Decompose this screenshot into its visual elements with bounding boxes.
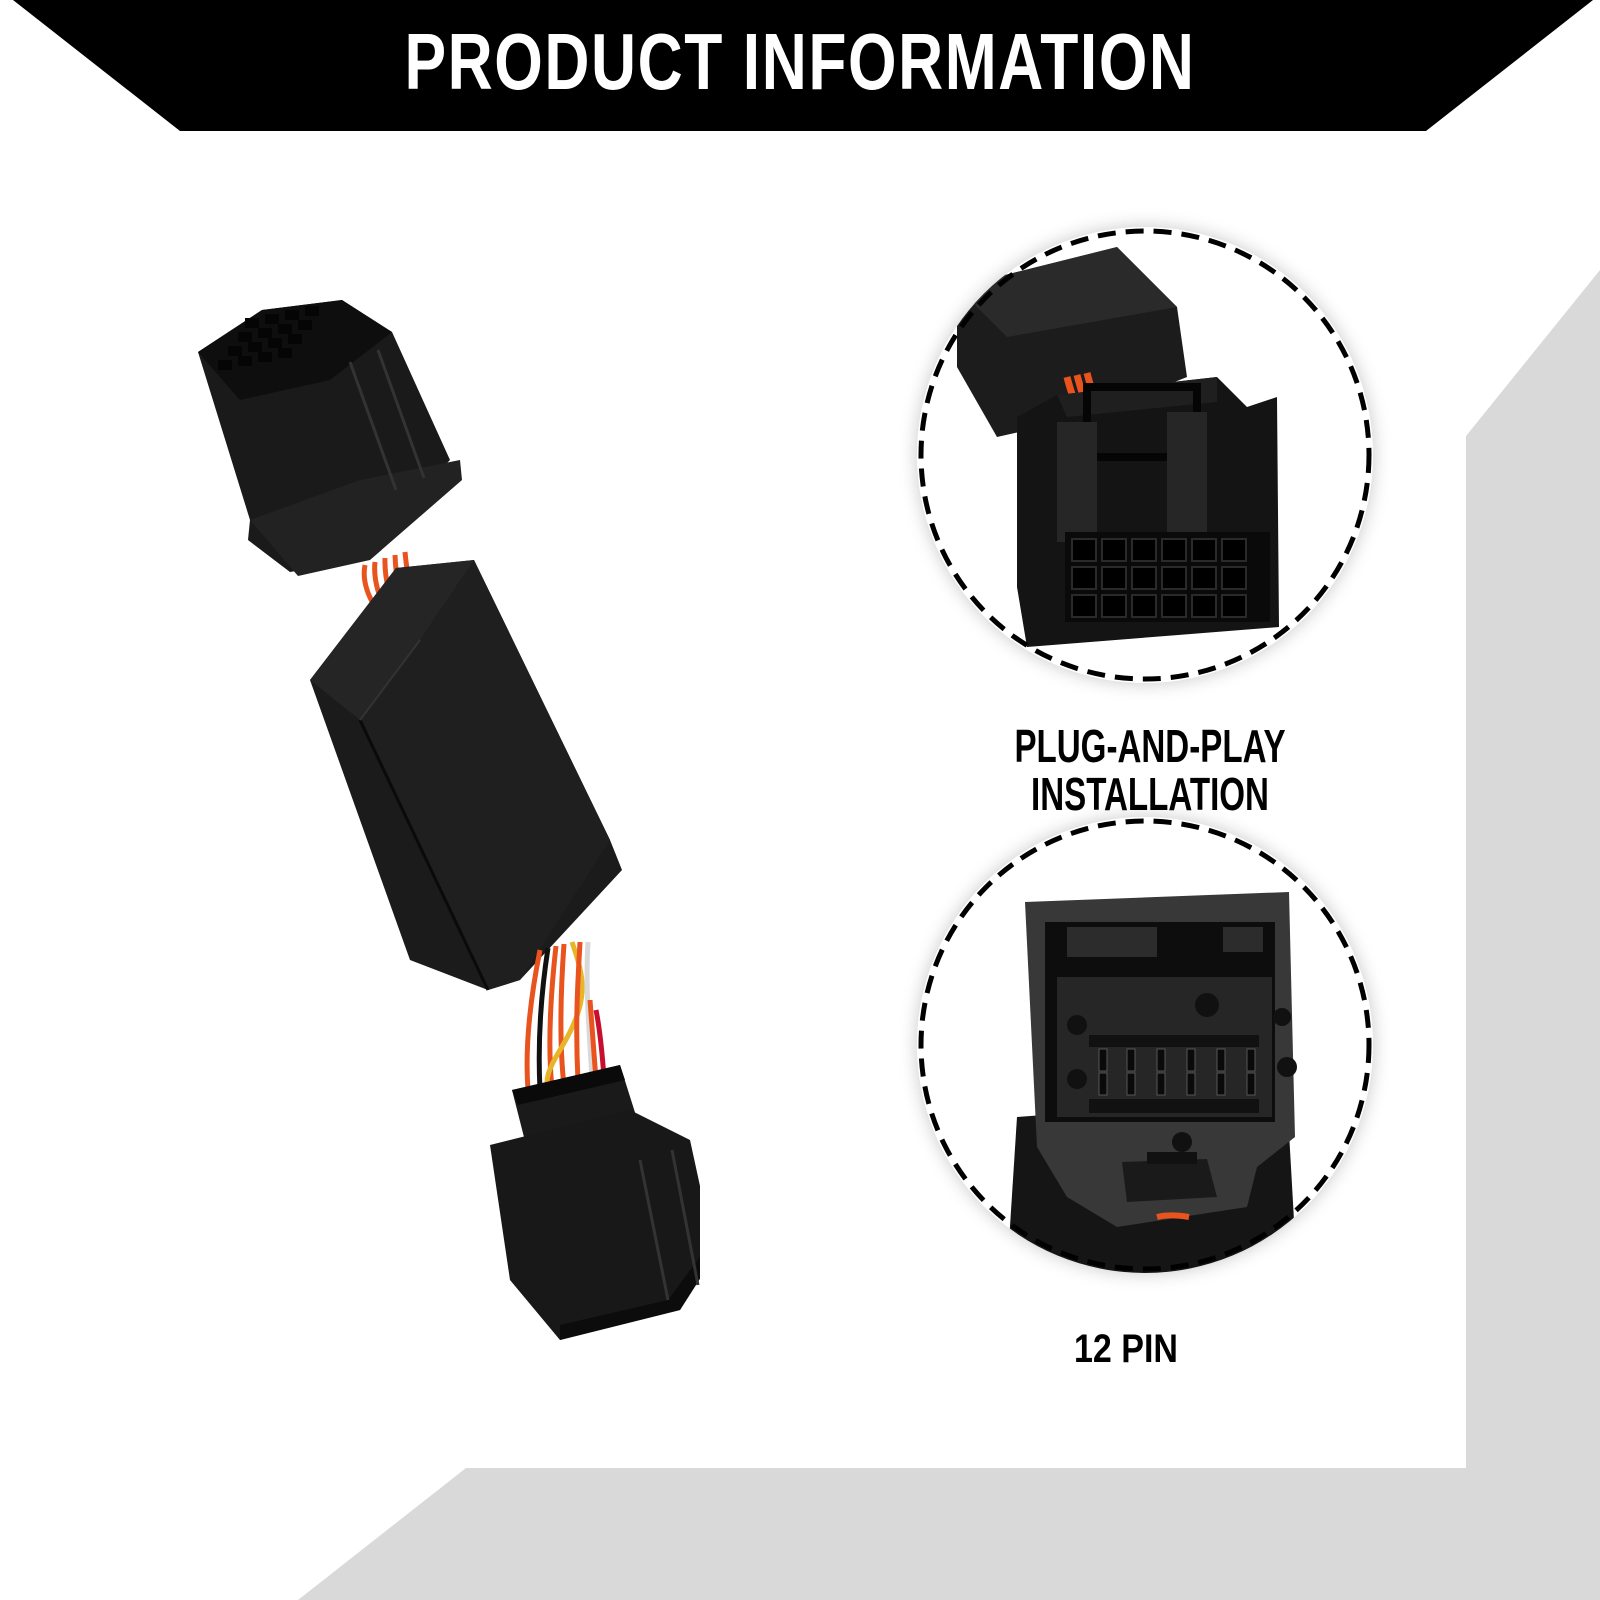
caption-plug-and-play: PLUG-AND-PLAY INSTALLATION	[1014, 720, 1286, 820]
male-connector-closeup	[917, 817, 1373, 1273]
caption-12-pin: 12 PIN	[1074, 1327, 1178, 1371]
female-connector-closeup	[917, 227, 1373, 683]
header-banner	[13, 0, 1593, 131]
right-gray-accent	[1466, 270, 1600, 1600]
main-product-image	[198, 300, 700, 1340]
detail-image-12-pin	[917, 817, 1373, 1273]
top-connector	[198, 300, 462, 576]
bottom-gray-accent	[298, 1468, 1600, 1600]
bottom-wires	[524, 941, 607, 1091]
page-title: PRODUCT INFORMATION	[404, 17, 1196, 106]
bottom-connector	[490, 1065, 700, 1340]
detail-image-plug-and-play	[917, 227, 1373, 683]
module-box	[310, 560, 622, 991]
